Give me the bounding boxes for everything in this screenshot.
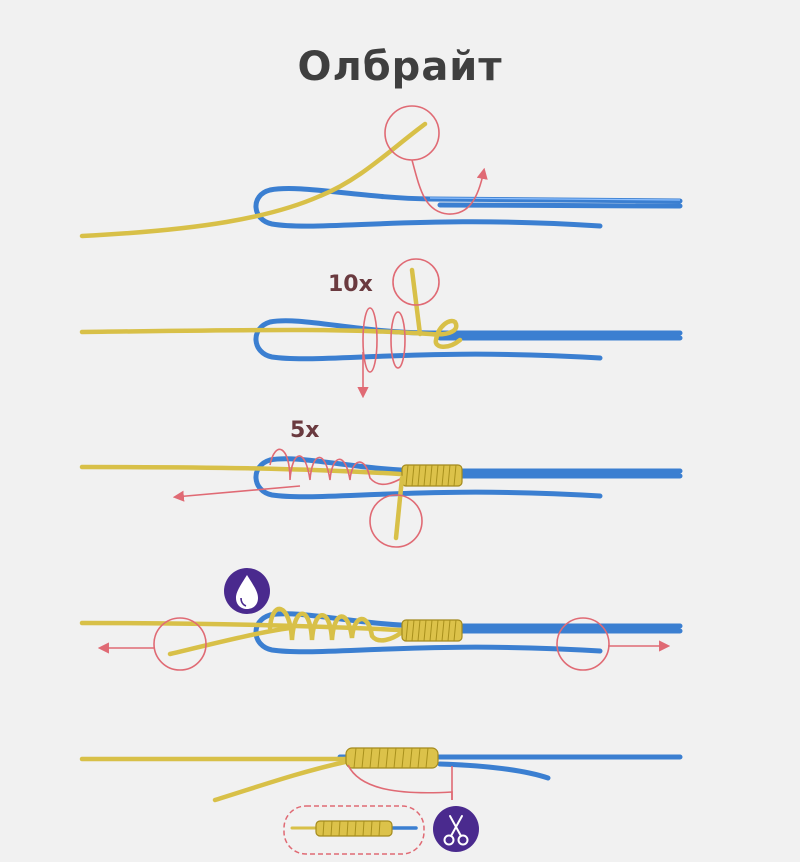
blue-line-step-2 bbox=[253, 318, 683, 362]
wrap-count-label-5x: 5x bbox=[290, 418, 320, 443]
coil-wraps-step-4 bbox=[401, 619, 463, 642]
step-3: 5x bbox=[79, 418, 683, 548]
blue-line-step-4 bbox=[253, 611, 683, 655]
yellow-line-step-1 bbox=[79, 121, 428, 239]
yellow-line-step-3 bbox=[79, 464, 403, 477]
coil-wraps-step-3 bbox=[401, 464, 463, 487]
highlight-circle-left-pull bbox=[153, 617, 207, 671]
wrap-count-label-10x: 10x bbox=[328, 272, 373, 297]
highlight-circle-tag-out bbox=[369, 494, 423, 548]
blue-line-step-3 bbox=[253, 456, 683, 500]
yellow-tag-end-step-3 bbox=[393, 475, 405, 541]
coil-finished-knot bbox=[345, 747, 439, 769]
blue-line-step-1 bbox=[253, 186, 683, 229]
highlight-circle-right-pull bbox=[556, 617, 610, 671]
step-2: 10x bbox=[79, 258, 683, 399]
water-drop-icon bbox=[224, 568, 270, 614]
highlight-circle-wrap-start bbox=[392, 258, 440, 306]
step-1 bbox=[79, 105, 683, 239]
yellow-line-step-2 bbox=[79, 318, 463, 349]
finished-knot-inset bbox=[283, 805, 425, 855]
wrap-path-step-3 bbox=[269, 448, 403, 486]
yellow-tag-end-step-2 bbox=[409, 267, 423, 337]
scissors-icon bbox=[433, 806, 479, 852]
diagram-title: Олбрайт bbox=[297, 44, 503, 90]
leader-to-result bbox=[347, 764, 453, 800]
step-5 bbox=[79, 747, 683, 855]
yellow-tag-end-step-4 bbox=[167, 625, 293, 657]
yellow-line-step-4 bbox=[79, 620, 403, 633]
arrow-pull-back bbox=[172, 485, 301, 502]
spiral-wraps-step-4 bbox=[267, 606, 405, 643]
yellow-tag-end-step-5 bbox=[212, 759, 348, 803]
arrow-pass-through bbox=[411, 159, 488, 215]
wrap-direction-arrows bbox=[357, 307, 406, 399]
step-4 bbox=[79, 568, 683, 671]
